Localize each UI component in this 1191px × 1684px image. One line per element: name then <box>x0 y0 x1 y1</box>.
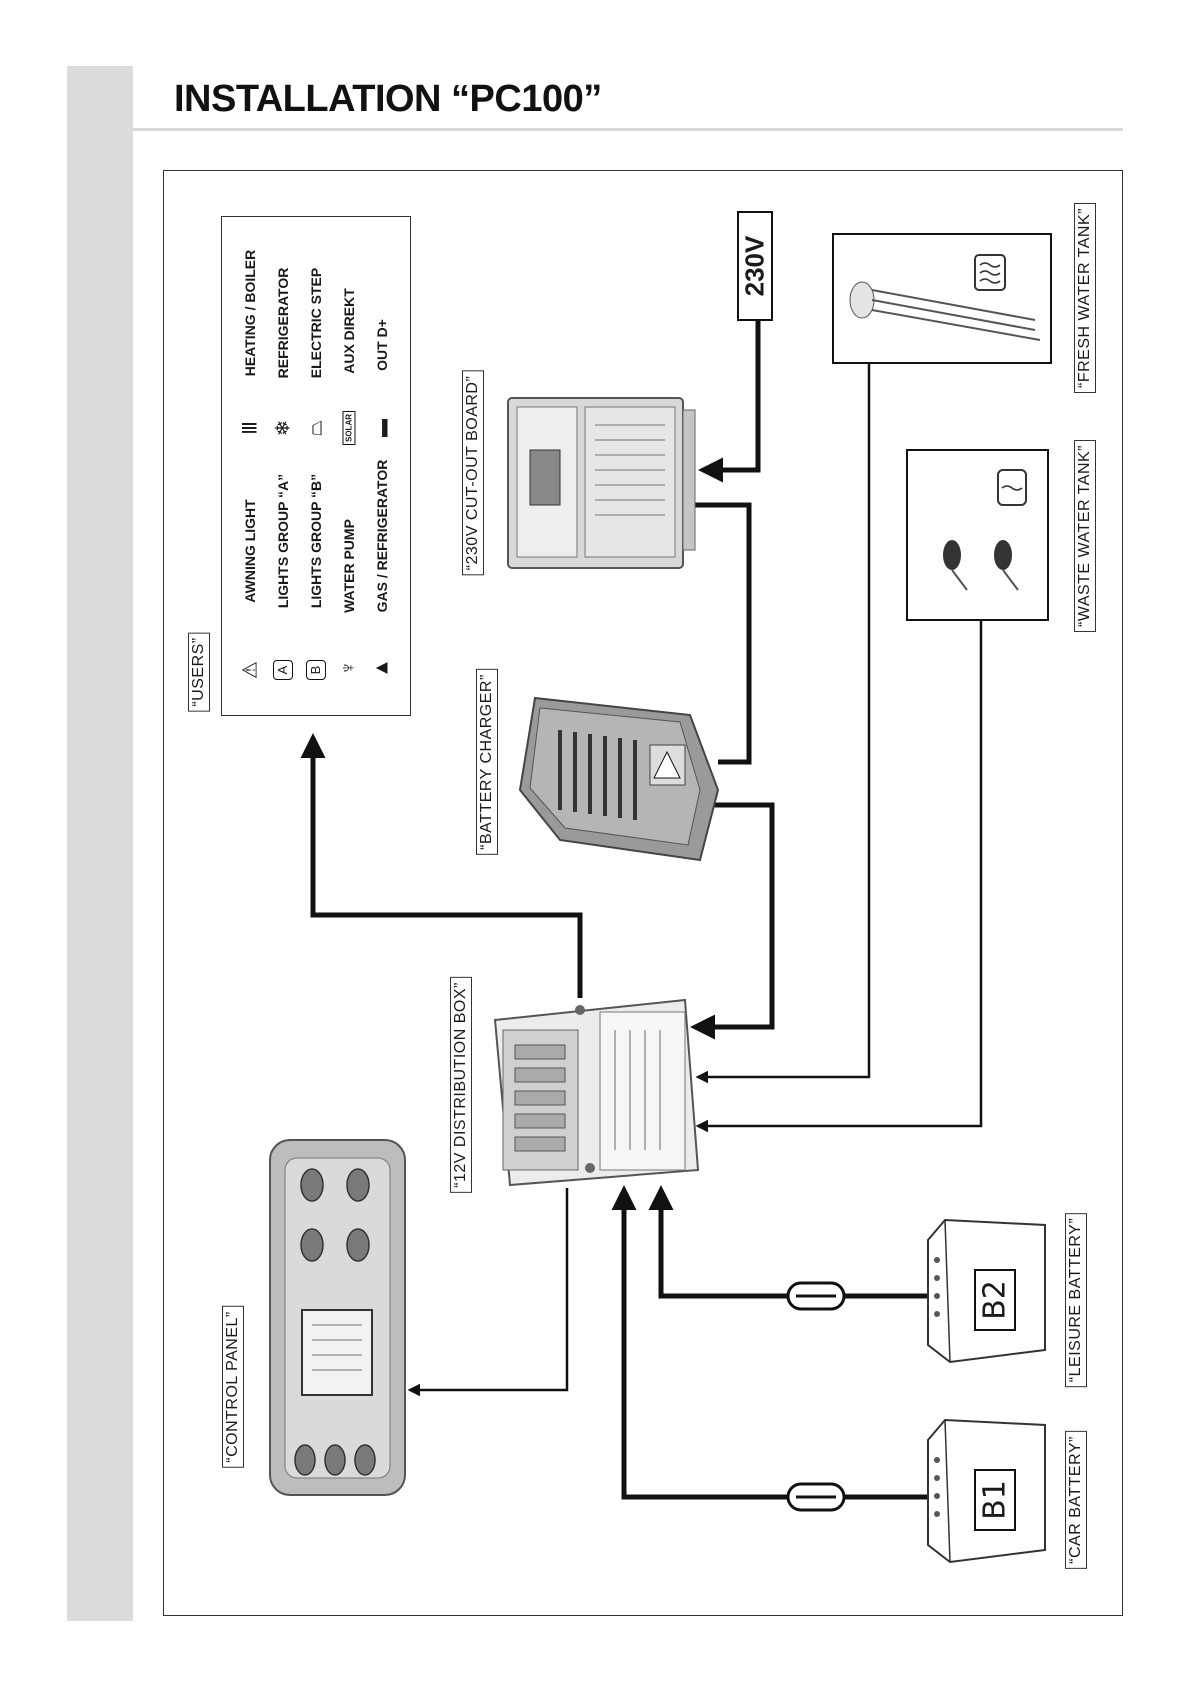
label-car-battery: “CAR BATTERY” <box>1065 1431 1087 1569</box>
user-water-pump: WATER PUMP <box>341 519 357 613</box>
snowflake-icon: ❄ <box>272 419 295 437</box>
gas-flame-icon: ▲ <box>370 658 393 678</box>
leisure-battery-device <box>927 1218 1046 1364</box>
wire-leisure-to-distribution <box>648 1185 928 1299</box>
voltage-box: 230V <box>737 211 773 321</box>
page-title: INSTALLATION “PC100” <box>174 78 602 120</box>
awning-light-icon: ⚠ <box>239 661 262 679</box>
side-band <box>67 66 133 1621</box>
user-gas-refrigerator: GAS / REFRIGERATOR <box>374 459 390 613</box>
wire-distribution-to-users <box>300 733 583 998</box>
solar-icon: SOLAR <box>342 411 356 445</box>
radiator-icon: Ⅲ <box>239 421 262 435</box>
group-a-icon: A <box>273 660 293 680</box>
user-electric-step: ELECTRIC STEP <box>308 267 324 379</box>
wire-car-to-distribution <box>611 1185 928 1500</box>
user-refrigerator: REFRIGERATOR <box>275 267 291 379</box>
wire-charger-to-distribution <box>690 802 775 1040</box>
label-waste-water-tank: “WASTE WATER TANK” <box>1074 439 1096 633</box>
battery-icon: ▬ <box>371 419 392 437</box>
title-rule <box>133 128 1123 131</box>
diagram-frame <box>163 170 1123 1616</box>
users-panel <box>221 216 411 716</box>
label-leisure-battery: “LEISURE BATTERY” <box>1065 1212 1087 1388</box>
group-b-icon: B <box>306 660 326 680</box>
user-lights-group-a: LIGHTS GROUP “A” <box>275 473 291 609</box>
user-aux-direkt: AUX DIREKT <box>341 288 357 374</box>
fresh-water-tank-device <box>832 233 1052 364</box>
voltage-label: 230V <box>739 235 770 297</box>
wire-230v-to-cutout <box>698 321 761 483</box>
label-cutout-board: “230V CUT-OUT BOARD” <box>462 370 484 576</box>
fuse-car <box>786 1482 846 1512</box>
distribution-box-device <box>493 998 700 1187</box>
wire-fresh-tank-to-distribution <box>695 363 871 1084</box>
control-panel-device <box>269 1139 406 1496</box>
step-icon: ⏢ <box>304 420 327 436</box>
fuse-leisure <box>786 1281 846 1311</box>
label-battery-charger: “BATTERY CHARGER” <box>476 669 498 855</box>
battery-charger-device <box>518 696 720 862</box>
label-control-panel: “CONTROL PANEL” <box>222 1306 244 1468</box>
label-fresh-water-tank: “FRESH WATER TANK” <box>1074 203 1096 393</box>
wire-waste-tank-to-distribution <box>695 620 983 1133</box>
user-lights-group-b: LIGHTS GROUP “B” <box>308 473 324 609</box>
waste-water-tank-device <box>906 449 1049 621</box>
user-out-d-plus: OUT D+ <box>374 319 390 371</box>
label-users: “USERS” <box>188 632 210 712</box>
wire-cutout-to-charger <box>682 502 752 765</box>
leisure-battery-id: B2 <box>977 1280 1013 1320</box>
car-battery-device <box>927 1418 1046 1564</box>
label-distribution-box: “12V DISTRIBUTION BOX” <box>450 977 472 1193</box>
wire-distribution-to-control-panel <box>407 1188 569 1397</box>
car-battery-id: B1 <box>977 1480 1013 1520</box>
cutout-board-device <box>507 397 696 569</box>
user-heating-boiler: HEATING / BOILER <box>242 249 258 377</box>
user-awning-light: AWNING LIGHT <box>242 499 258 603</box>
water-pump-icon: ♆ <box>337 660 360 676</box>
